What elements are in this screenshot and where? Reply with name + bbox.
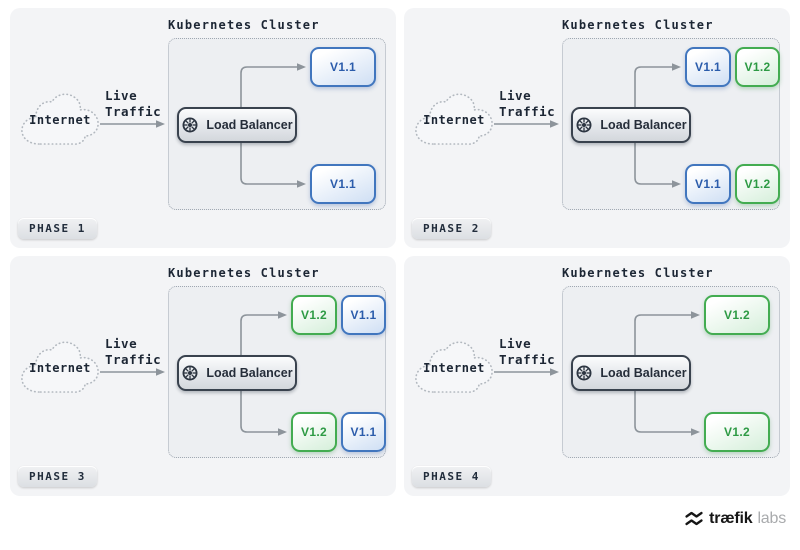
internet-label: Internet bbox=[29, 361, 91, 375]
pod-version-box: V1.1 bbox=[310, 47, 376, 87]
kubernetes-cluster-title: Kubernetes Cluster bbox=[562, 18, 714, 32]
pod-version-box: V1.2 bbox=[704, 295, 770, 335]
live-traffic-label: Live Traffic bbox=[105, 88, 161, 120]
phase-badge: PHASE 2 bbox=[412, 218, 491, 239]
traffic-label-line1: Live bbox=[105, 336, 138, 351]
kubernetes-cluster-title: Kubernetes Cluster bbox=[168, 18, 320, 32]
load-balancer-wheel-icon bbox=[576, 365, 592, 381]
brand-name-bold: træfik bbox=[709, 510, 753, 527]
pod-version-box: V1.1 bbox=[310, 164, 376, 204]
pod-version-box: V1.1 bbox=[341, 295, 386, 335]
internet-cloud-shape bbox=[21, 341, 99, 393]
phase-badge: PHASE 4 bbox=[412, 466, 491, 487]
load-balancer-label: Load Balancer bbox=[206, 366, 293, 380]
internet-label: Internet bbox=[423, 113, 485, 127]
load-balancer-box: Load Balancer bbox=[177, 355, 297, 391]
load-balancer-wheel-icon bbox=[576, 117, 592, 133]
phase-4-panel: Kubernetes Cluster Internet Live Traffic bbox=[404, 256, 790, 496]
load-balancer-label: Load Balancer bbox=[600, 366, 687, 380]
live-traffic-label: Live Traffic bbox=[105, 336, 161, 368]
traffic-label-line1: Live bbox=[105, 88, 138, 103]
phase-1-panel: Kubernetes Cluster Internet Live Traffic bbox=[10, 8, 396, 248]
load-balancer-label: Load Balancer bbox=[206, 118, 293, 132]
traffic-label-line1: Live bbox=[499, 336, 532, 351]
load-balancer-box: Load Balancer bbox=[177, 107, 297, 143]
brand-name-light: labs bbox=[757, 510, 786, 527]
phase-3-panel: Kubernetes Cluster Internet Live Traffic bbox=[10, 256, 396, 496]
phase-2-panel: Kubernetes Cluster Internet Live Traffic bbox=[404, 8, 790, 248]
internet-cloud-shape bbox=[415, 93, 493, 145]
phase-badge: PHASE 3 bbox=[18, 466, 97, 487]
load-balancer-box: Load Balancer bbox=[571, 107, 691, 143]
pod-version-box: V1.2 bbox=[735, 47, 780, 87]
traffic-label-line2: Traffic bbox=[499, 352, 556, 367]
traffic-label-line2: Traffic bbox=[499, 104, 556, 119]
phase-badge: PHASE 1 bbox=[18, 218, 97, 239]
internet-cloud-shape bbox=[415, 341, 493, 393]
pod-version-box: V1.1 bbox=[685, 164, 731, 204]
load-balancer-box: Load Balancer bbox=[571, 355, 691, 391]
load-balancer-wheel-icon bbox=[182, 365, 198, 381]
pod-version-box: V1.1 bbox=[341, 412, 386, 452]
pod-version-box: V1.2 bbox=[291, 412, 337, 452]
pod-version-box: V1.2 bbox=[735, 164, 780, 204]
internet-label: Internet bbox=[29, 113, 91, 127]
pod-version-box: V1.2 bbox=[704, 412, 770, 452]
live-traffic-label: Live Traffic bbox=[499, 88, 555, 120]
traefik-logo-icon bbox=[685, 511, 703, 526]
kubernetes-cluster-title: Kubernetes Cluster bbox=[168, 266, 320, 280]
pod-version-box: V1.1 bbox=[685, 47, 731, 87]
traffic-label-line2: Traffic bbox=[105, 352, 162, 367]
kubernetes-cluster-title: Kubernetes Cluster bbox=[562, 266, 714, 280]
traffic-label-line1: Live bbox=[499, 88, 532, 103]
internet-cloud-shape bbox=[21, 93, 99, 145]
load-balancer-wheel-icon bbox=[182, 117, 198, 133]
live-traffic-label: Live Traffic bbox=[499, 336, 555, 368]
pod-version-box: V1.2 bbox=[291, 295, 337, 335]
load-balancer-label: Load Balancer bbox=[600, 118, 687, 132]
traffic-label-line2: Traffic bbox=[105, 104, 162, 119]
internet-label: Internet bbox=[423, 361, 485, 375]
